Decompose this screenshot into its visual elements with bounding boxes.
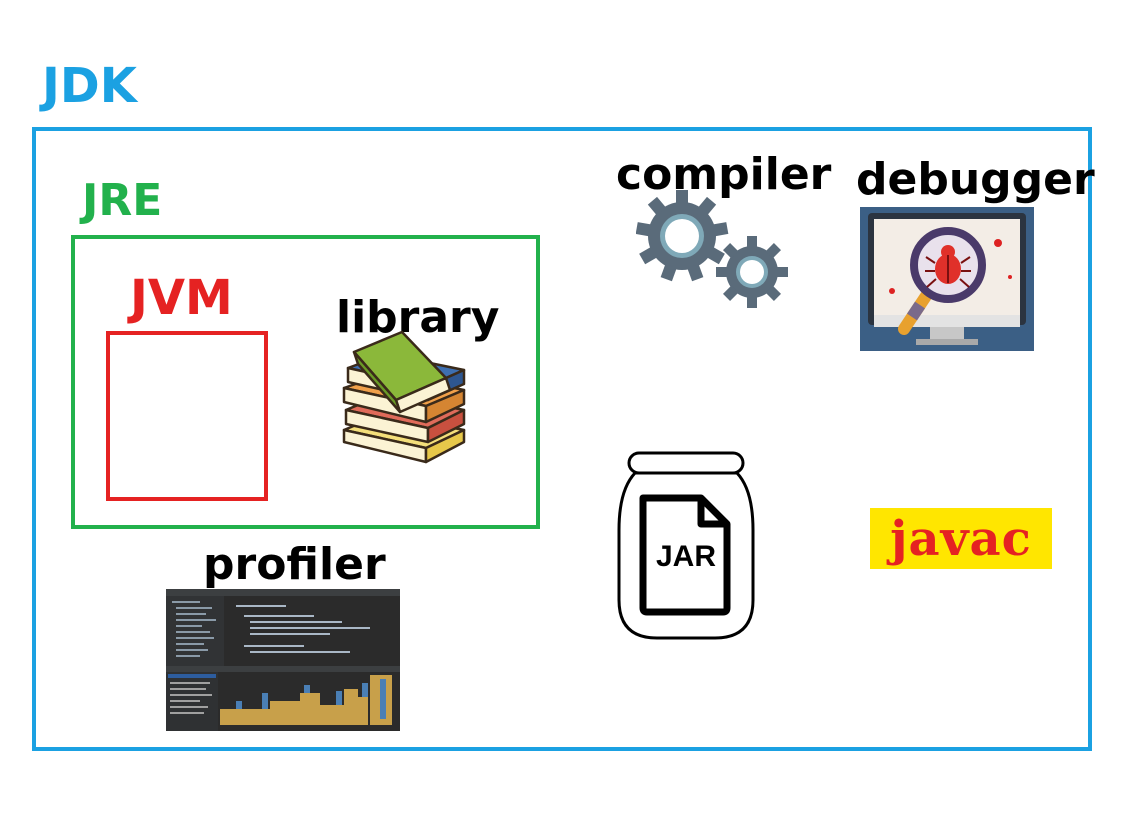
gears-icon	[636, 190, 788, 308]
jvm-title: JVM	[130, 270, 233, 326]
javac-label: javac	[890, 510, 1032, 567]
jdk-box	[32, 127, 1092, 751]
profiler-label: profiler	[203, 539, 386, 590]
debugger-label: debugger	[856, 154, 1095, 205]
books-icon	[342, 330, 466, 464]
jre-box	[71, 235, 540, 529]
jar-label: JAR	[656, 540, 717, 573]
profiler-ide-screenshot	[166, 589, 400, 731]
library-label: library	[336, 292, 500, 343]
javac-badge: javac	[870, 508, 1052, 569]
jre-title: JRE	[82, 175, 163, 226]
jar-file-icon	[617, 451, 755, 640]
compiler-label: compiler	[616, 149, 832, 200]
bug-magnifier-monitor-icon	[860, 207, 1034, 351]
jvm-box	[106, 331, 268, 501]
jdk-title: JDK	[42, 58, 137, 114]
